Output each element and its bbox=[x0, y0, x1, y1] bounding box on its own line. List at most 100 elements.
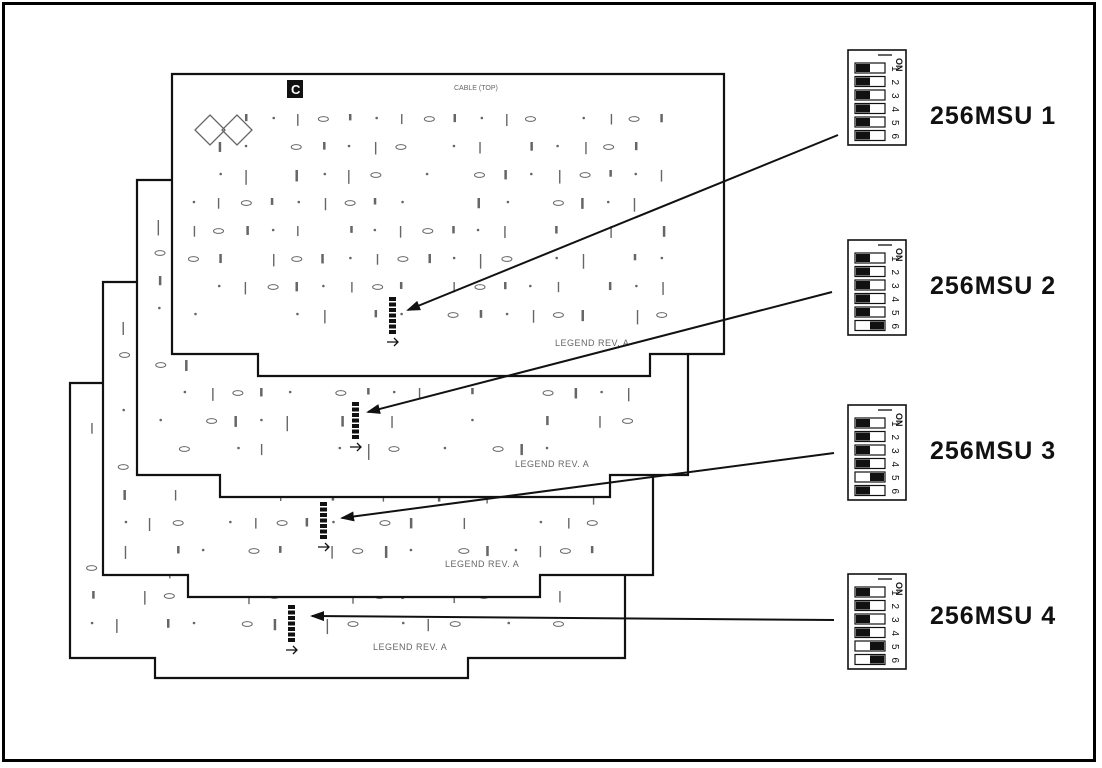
component-mark bbox=[425, 172, 429, 176]
component-mark bbox=[267, 284, 279, 290]
switch-actuator bbox=[856, 588, 870, 596]
switch-number: 5 bbox=[889, 475, 900, 481]
switch-actuator bbox=[856, 446, 870, 454]
component-mark bbox=[505, 312, 509, 316]
component-mark bbox=[248, 548, 260, 554]
board-logo-letter: C bbox=[291, 82, 301, 97]
component-mark bbox=[338, 446, 342, 450]
component-mark bbox=[192, 621, 196, 625]
component-mark bbox=[373, 198, 377, 205]
component-mark bbox=[372, 284, 384, 290]
switch-label-1: 256MSU 1 bbox=[930, 102, 1057, 130]
component-mark bbox=[504, 170, 507, 180]
component-mark bbox=[122, 408, 126, 412]
switch-number: 5 bbox=[889, 120, 900, 126]
leader-arrow-3 bbox=[340, 452, 835, 522]
component-mark bbox=[401, 200, 404, 204]
component-mark bbox=[229, 520, 232, 524]
component-mark bbox=[634, 142, 638, 151]
switch-number: 1 bbox=[889, 256, 900, 262]
component-mark bbox=[271, 228, 275, 232]
component-mark bbox=[552, 312, 564, 318]
dip-switch-header: ON bbox=[894, 58, 904, 72]
component-mark bbox=[201, 548, 205, 552]
switch-number: 1 bbox=[889, 66, 900, 72]
component-mark bbox=[479, 310, 483, 318]
component-mark bbox=[323, 172, 327, 176]
component-mark bbox=[158, 276, 162, 286]
switch-number: 6 bbox=[889, 324, 900, 330]
component-mark bbox=[392, 390, 396, 394]
component-mark bbox=[119, 352, 131, 358]
board-legend: LEGEND REV. A bbox=[373, 642, 447, 652]
component-mark bbox=[422, 228, 434, 234]
component-mark bbox=[270, 198, 274, 205]
component-mark bbox=[622, 418, 634, 424]
component-mark bbox=[401, 621, 405, 625]
switch-actuator bbox=[856, 91, 870, 99]
component-mark bbox=[486, 546, 489, 557]
component-mark bbox=[574, 388, 578, 399]
component-mark bbox=[520, 444, 523, 456]
component-mark bbox=[388, 446, 400, 452]
component-mark bbox=[323, 142, 326, 150]
component-mark bbox=[291, 256, 303, 262]
component-mark bbox=[246, 226, 249, 235]
switch-number: 3 bbox=[889, 448, 900, 454]
component-mark bbox=[194, 312, 197, 316]
switch-actuator bbox=[856, 77, 870, 86]
component-mark bbox=[322, 284, 325, 288]
component-mark bbox=[348, 114, 352, 121]
component-mark bbox=[90, 621, 94, 625]
board-dip-location-1 bbox=[387, 297, 399, 347]
switch-number: 6 bbox=[889, 489, 900, 495]
component-mark bbox=[260, 418, 263, 422]
component-mark bbox=[124, 520, 128, 524]
component-mark bbox=[172, 520, 184, 526]
switch-actuator bbox=[856, 615, 870, 623]
component-mark bbox=[546, 416, 549, 426]
component-mark bbox=[539, 520, 543, 524]
component-mark bbox=[628, 116, 640, 122]
component-mark bbox=[581, 198, 584, 209]
switch-number: 5 bbox=[889, 644, 900, 650]
dip-switch-header: ON bbox=[894, 413, 904, 427]
component-mark bbox=[234, 416, 237, 427]
component-mark bbox=[662, 226, 666, 237]
switch-actuator bbox=[856, 308, 870, 316]
switch-actuator bbox=[856, 628, 870, 637]
top-board-header: C CABLE (TOP) bbox=[194, 80, 498, 146]
component-mark bbox=[474, 284, 486, 290]
component-mark bbox=[183, 390, 187, 394]
component-mark bbox=[335, 390, 347, 396]
dip-switch-header: ON bbox=[894, 248, 904, 262]
component-mark bbox=[276, 520, 288, 526]
leader-arrow-2 bbox=[366, 291, 833, 414]
switch-number: 5 bbox=[889, 310, 900, 316]
component-mark bbox=[347, 621, 359, 627]
component-mark bbox=[344, 200, 356, 206]
board-dip-location-2 bbox=[350, 402, 362, 452]
switch-label-3: 256MSU 3 bbox=[930, 437, 1057, 465]
component-mark bbox=[524, 116, 536, 122]
component-mark bbox=[581, 310, 584, 322]
component-mark bbox=[634, 172, 638, 176]
switch-number: 3 bbox=[889, 283, 900, 289]
component-mark bbox=[514, 548, 518, 552]
component-mark bbox=[206, 418, 218, 424]
switch-actuator bbox=[856, 419, 870, 427]
component-mark bbox=[375, 116, 378, 120]
switch-actuator bbox=[856, 64, 870, 72]
component-mark bbox=[529, 284, 532, 288]
component-mark bbox=[240, 200, 252, 206]
switch-number: 2 bbox=[889, 270, 900, 276]
board-header-text: CABLE (TOP) bbox=[454, 85, 498, 92]
switch-number: 1 bbox=[889, 590, 900, 596]
switch-actuator bbox=[856, 118, 870, 126]
component-mark bbox=[123, 490, 126, 500]
dip-switch-header: ON bbox=[894, 582, 904, 596]
board-dip-location-3 bbox=[318, 502, 330, 552]
component-mark bbox=[453, 114, 457, 123]
component-mark bbox=[219, 254, 222, 264]
